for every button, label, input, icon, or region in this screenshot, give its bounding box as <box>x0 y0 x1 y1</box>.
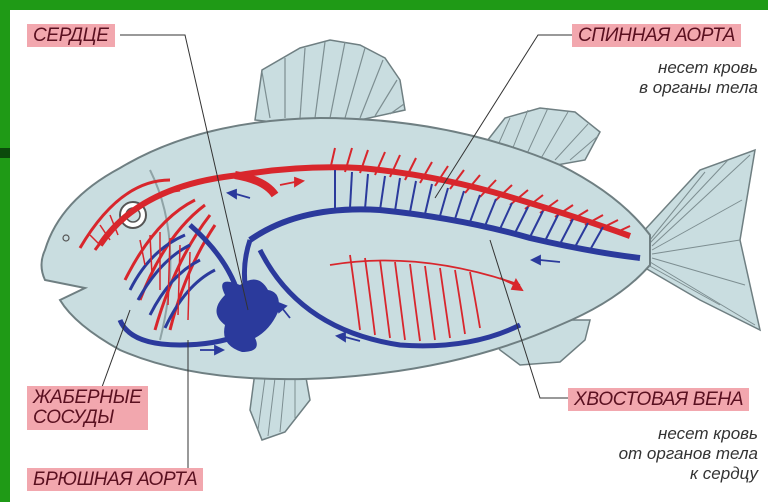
note-caudal-vein-line-3: к сердцу <box>619 464 758 484</box>
label-ventral-aorta: БРЮШНАЯ АОРТА <box>27 468 203 491</box>
label-heart: СЕРДЦЕ <box>27 24 115 47</box>
label-gill-vessels: ЖАБЕРНЫЕ СОСУДЫ <box>27 386 148 430</box>
label-caudal-vein: ХВОСТОВАЯ ВЕНА <box>568 388 749 411</box>
label-gill-vessels-line-1: ЖАБЕРНЫЕ <box>33 388 142 408</box>
dorsal-fin <box>255 40 405 125</box>
note-caudal-vein: несет кровь от органов тела к сердцу <box>619 424 758 484</box>
note-dorsal-aorta-line-2: в органы тела <box>639 78 758 98</box>
note-caudal-vein-line-2: от органов тела <box>619 444 758 464</box>
label-gill-vessels-line-2: СОСУДЫ <box>33 408 142 428</box>
note-caudal-vein-line-1: несет кровь <box>619 424 758 444</box>
label-dorsal-aorta: СПИННАЯ АОРТА <box>572 24 741 47</box>
note-dorsal-aorta-line-1: несет кровь <box>639 58 758 78</box>
note-dorsal-aorta: несет кровь в органы тела <box>639 58 758 98</box>
